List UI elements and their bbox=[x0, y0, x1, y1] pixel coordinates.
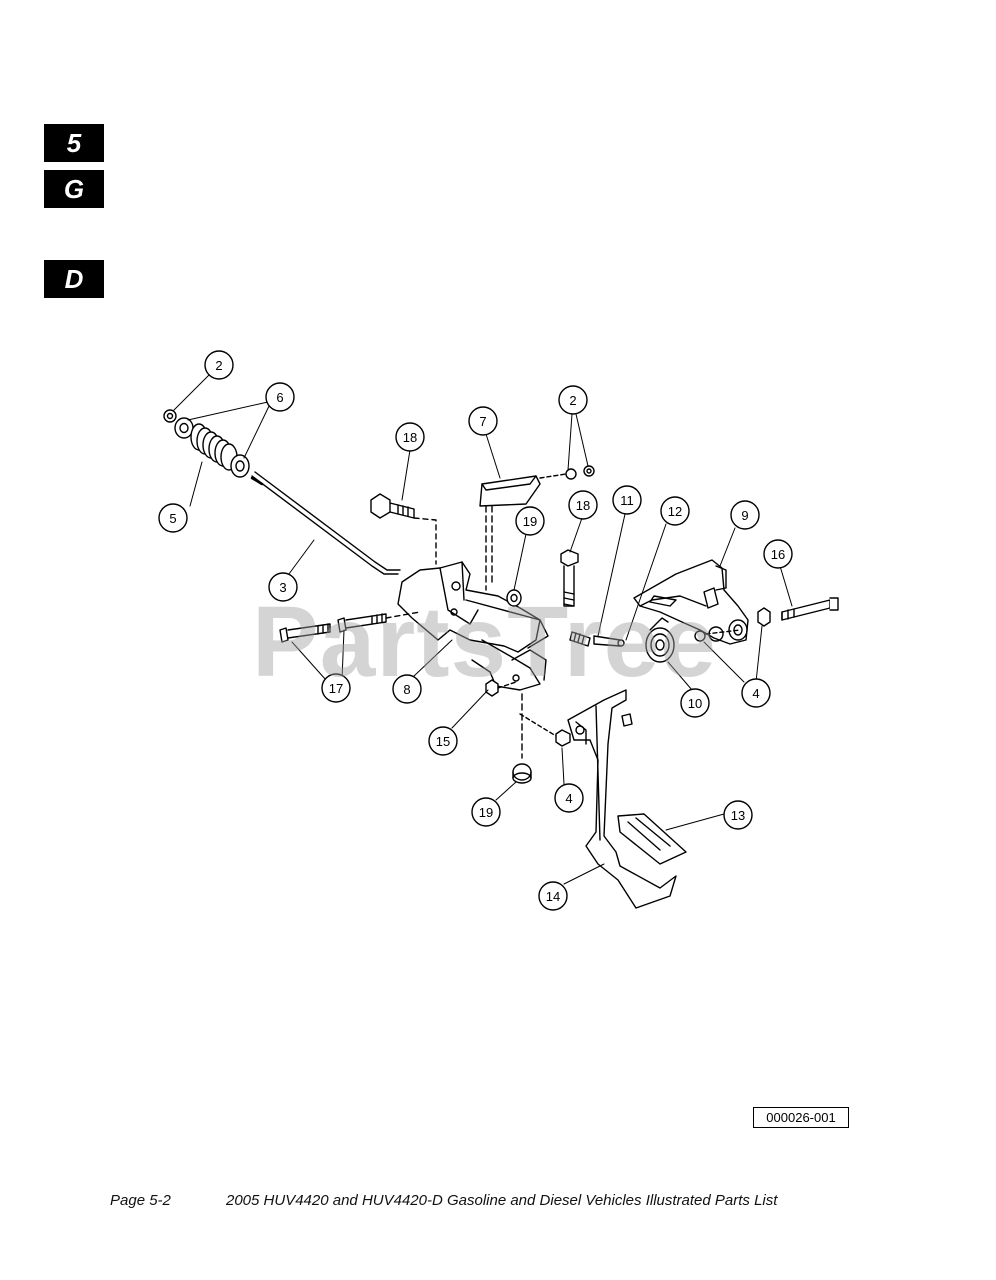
svg-text:10: 10 bbox=[688, 696, 702, 711]
svg-text:6: 6 bbox=[276, 390, 283, 405]
svg-text:2: 2 bbox=[215, 358, 222, 373]
callout-17: 17 bbox=[321, 673, 351, 703]
nut-15 bbox=[485, 679, 517, 697]
svg-text:3: 3 bbox=[279, 580, 286, 595]
svg-text:18: 18 bbox=[576, 498, 590, 513]
bolt-18-upper bbox=[370, 493, 437, 565]
svg-text:5: 5 bbox=[169, 511, 176, 526]
leader-lines bbox=[173, 373, 793, 885]
torsion-spring-10 bbox=[645, 617, 675, 663]
callout-11: 11 bbox=[612, 485, 642, 515]
svg-text:4: 4 bbox=[565, 791, 572, 806]
callout-2-top-left: 2 bbox=[204, 350, 234, 380]
svg-text:14: 14 bbox=[546, 889, 560, 904]
svg-text:7: 7 bbox=[479, 414, 486, 429]
callout-4-right: 4 bbox=[741, 678, 771, 708]
callout-10: 10 bbox=[680, 688, 710, 718]
svg-text:19: 19 bbox=[479, 805, 493, 820]
callout-3: 3 bbox=[268, 572, 298, 602]
callout-9: 9 bbox=[730, 500, 760, 530]
spring-11 bbox=[569, 631, 625, 647]
nut-19-lower bbox=[512, 693, 532, 784]
pedal-14 bbox=[519, 689, 687, 909]
figure-id: 000026-001 bbox=[753, 1107, 849, 1128]
svg-text:19: 19 bbox=[523, 514, 537, 529]
section-tab-5: 5 bbox=[44, 124, 104, 162]
svg-text:9: 9 bbox=[741, 508, 748, 523]
callout-18-upper: 18 bbox=[395, 422, 425, 452]
svg-text:12: 12 bbox=[668, 504, 682, 519]
callout-5: 5 bbox=[158, 503, 188, 533]
callout-19-upper: 19 bbox=[515, 506, 545, 536]
svg-text:18: 18 bbox=[403, 430, 417, 445]
nuts-2-right bbox=[539, 465, 595, 480]
svg-text:8: 8 bbox=[403, 682, 410, 697]
callout-13: 13 bbox=[723, 800, 753, 830]
nut-19-upper bbox=[506, 589, 522, 607]
lever-9 bbox=[633, 559, 749, 645]
svg-text:17: 17 bbox=[329, 681, 343, 696]
callout-19-lower: 19 bbox=[471, 797, 501, 827]
bolt-18-center bbox=[560, 549, 579, 607]
callout-8: 8 bbox=[392, 674, 422, 704]
svg-text:11: 11 bbox=[620, 493, 634, 508]
callout-18-center: 18 bbox=[568, 490, 598, 520]
svg-text:13: 13 bbox=[731, 808, 745, 823]
spring-assembly bbox=[163, 409, 401, 575]
callout-2-top-right: 2 bbox=[558, 385, 588, 415]
bolt-16 bbox=[694, 597, 839, 642]
footer-title: 2005 HUV4420 and HUV4420-D Gasoline and … bbox=[226, 1192, 778, 1209]
bolt-17 bbox=[279, 611, 421, 643]
pedal-bracket-8 bbox=[397, 561, 549, 691]
svg-text:16: 16 bbox=[771, 547, 785, 562]
section-tab-g: G bbox=[44, 170, 104, 208]
callout-12: 12 bbox=[660, 496, 690, 526]
callout-4-lower: 4 bbox=[554, 783, 584, 813]
callout-14: 14 bbox=[538, 881, 568, 911]
callout-6: 6 bbox=[265, 382, 295, 412]
callout-7: 7 bbox=[468, 406, 498, 436]
svg-text:4: 4 bbox=[752, 686, 759, 701]
footer-page-number: Page 5-2 bbox=[110, 1192, 171, 1209]
callouts: 2 6 7 2 18 18 19 11 bbox=[158, 350, 793, 911]
bracket-7 bbox=[479, 475, 541, 591]
svg-text:15: 15 bbox=[436, 734, 450, 749]
section-tab-d: D bbox=[44, 260, 104, 298]
callout-16: 16 bbox=[763, 539, 793, 569]
svg-text:2: 2 bbox=[569, 393, 576, 408]
callout-15: 15 bbox=[428, 726, 458, 756]
